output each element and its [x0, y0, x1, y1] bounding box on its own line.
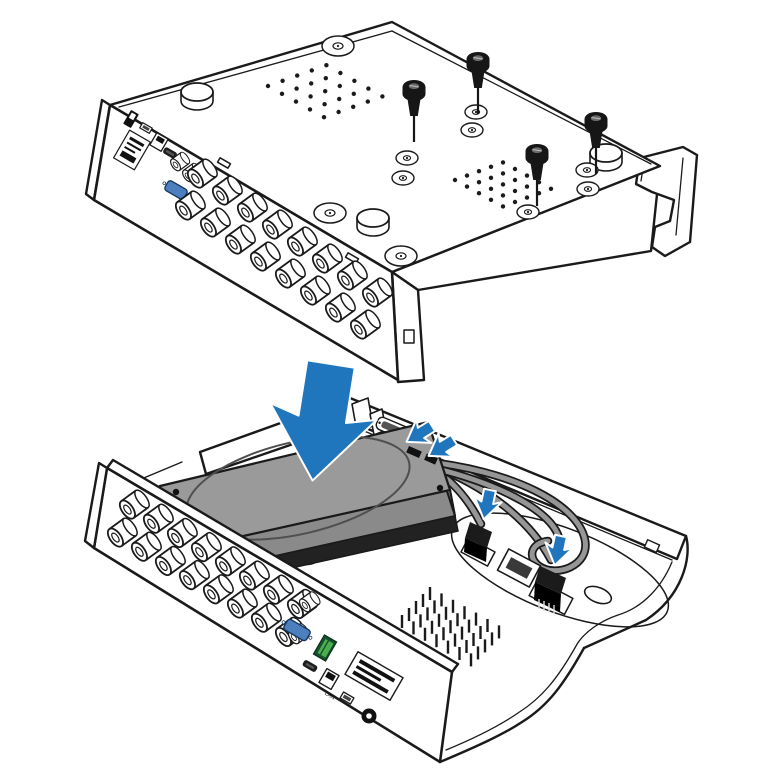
vent-hole — [351, 91, 356, 97]
power-plug — [460, 522, 496, 567]
vent-hole — [323, 89, 328, 94]
vent-hole — [295, 73, 300, 78]
board-socket — [496, 548, 542, 588]
floor-oval-hole — [583, 585, 613, 605]
barcode-label — [344, 651, 404, 701]
vent-hole — [548, 186, 554, 191]
figure-chassis-underside — [84, 20, 699, 384]
vent-hole — [500, 204, 506, 209]
vent-hole — [524, 195, 530, 200]
vent-hole — [464, 184, 470, 189]
screw-hole — [575, 162, 599, 178]
vent-hole — [323, 76, 328, 81]
vent-hole — [309, 81, 314, 86]
sata-power-cables — [411, 453, 590, 575]
vent-hole — [500, 193, 506, 198]
hdd-sata-connectors — [406, 445, 438, 465]
cable — [431, 465, 563, 545]
screw-hole — [464, 104, 488, 120]
vent-hole — [452, 177, 458, 183]
vent-hole — [512, 166, 518, 172]
vent-hole — [476, 180, 482, 185]
vent-hole — [307, 107, 313, 112]
vent-hole — [351, 104, 356, 110]
dc-power-jack — [361, 708, 377, 724]
cable — [417, 458, 588, 574]
usb-port — [339, 691, 355, 705]
vent-hole — [464, 173, 470, 178]
power-switch — [123, 110, 139, 128]
vent-hole — [337, 83, 342, 89]
vent-hole — [337, 96, 342, 102]
foot-recess-pad — [384, 245, 418, 267]
end-cap-slot — [403, 329, 415, 344]
vent-hole — [366, 86, 371, 91]
vent-hole — [324, 62, 329, 68]
foot-recess-pad — [321, 35, 355, 57]
ethernet-port — [318, 667, 340, 691]
vent-hole — [488, 175, 494, 180]
screw-hole — [395, 150, 419, 166]
vent-hole — [524, 173, 530, 178]
vent-hole — [500, 160, 506, 165]
vent-hole — [322, 102, 327, 107]
usb-port — [139, 122, 153, 134]
vent-hole — [524, 184, 530, 189]
sata-plug — [528, 566, 574, 616]
ethernet-label: LAN — [323, 691, 335, 702]
vent-hole — [336, 109, 341, 115]
plate-details — [180, 35, 623, 267]
vent-hole — [309, 68, 314, 73]
vent-hole — [308, 94, 313, 99]
screw-hole — [576, 181, 600, 197]
vent-hole — [352, 78, 357, 84]
vent-hole — [321, 115, 327, 120]
vent-hole — [488, 186, 494, 191]
vga-port — [281, 618, 313, 642]
vent-hole — [500, 171, 506, 176]
wall-latch — [643, 539, 661, 553]
vent-hole — [488, 197, 494, 202]
vent-hole — [512, 188, 518, 194]
vent-hole — [338, 70, 343, 76]
vent-hole — [265, 83, 271, 89]
vent-hole — [488, 164, 494, 169]
vent-hole — [500, 182, 506, 187]
figure-open-chassis: LAN — [83, 359, 689, 764]
screw-hole — [460, 122, 484, 138]
vent-hole — [476, 191, 482, 196]
rubber-foot — [356, 208, 390, 237]
vent-hole — [512, 177, 518, 183]
hdmi-port — [163, 147, 177, 159]
screw-hole — [516, 204, 540, 220]
right-wall-edge — [582, 534, 689, 650]
foot-recess-pad — [313, 202, 347, 224]
vent-hole — [280, 78, 285, 84]
plate-inner-rim — [118, 30, 652, 165]
heatsink — [400, 587, 501, 667]
vent-hole — [293, 99, 299, 104]
rear-ports-top-unit — [113, 110, 396, 343]
rear-panel-bottom-unit: LAN — [83, 458, 460, 764]
vent-hole — [476, 169, 482, 174]
front-edge-inner — [445, 561, 673, 751]
vent-hole — [294, 86, 299, 91]
rim-slot — [216, 157, 232, 169]
terminal-block — [312, 634, 338, 662]
vent-hole — [279, 91, 285, 97]
ethernet-port — [149, 132, 169, 152]
screw-hole — [391, 170, 415, 186]
vent-hole — [380, 94, 385, 99]
barcode-label — [113, 129, 151, 171]
insert-hdd-arrow — [269, 359, 378, 482]
hdmi-port — [302, 660, 318, 672]
vent-hole — [365, 99, 370, 104]
panel-left-cap — [83, 461, 109, 550]
vent-hole — [512, 199, 518, 205]
rubber-foot — [180, 82, 214, 111]
front-edge-outer — [438, 646, 586, 764]
